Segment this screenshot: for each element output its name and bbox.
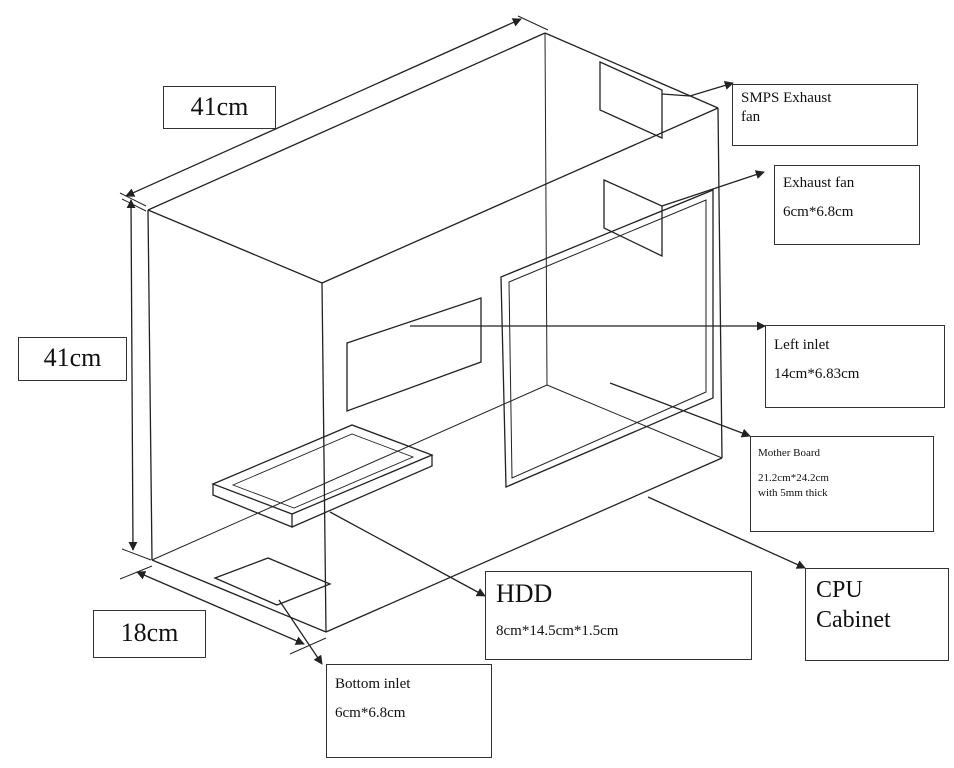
motherboard-panel: [500, 189, 714, 488]
bottom-inlet-leader: [278, 599, 323, 665]
hdd-leader: [329, 511, 486, 597]
motherboard-label: Mother Board 21.2cm*24.2cm with 5mm thic…: [750, 436, 934, 532]
width-dimension-line: [136, 571, 305, 645]
top-depth-label: 41cm: [163, 86, 276, 129]
exhaust-leader: [661, 170, 765, 207]
width-label: 18cm: [93, 610, 206, 658]
smps-fan-panel: [599, 60, 663, 140]
exhaust-fan-panel: [603, 178, 663, 258]
hdd-tray: [211, 424, 434, 528]
smps-exhaust-label: SMPS Exhaust fan: [732, 84, 918, 146]
motherboard-leader: [609, 382, 751, 438]
cpu-leader: [647, 496, 806, 569]
exhaust-fan-label: Exhaust fan 6cm*6.8cm: [774, 165, 920, 245]
cpu-cabinet-label: CPU Cabinet: [805, 568, 949, 661]
height-dimension-line: [126, 199, 138, 551]
top-depth-dimension-line: [125, 18, 522, 197]
smps-leader: [661, 81, 734, 97]
bottom-inlet-label: Bottom inlet 6cm*6.8cm: [326, 664, 492, 758]
hdd-label: HDD 8cm*14.5cm*1.5cm: [485, 571, 752, 660]
left-inlet-panel: [346, 297, 482, 412]
bottom-inlet-panel: [213, 557, 332, 606]
height-label: 41cm: [18, 337, 127, 381]
left-inlet-label: Left inlet 14cm*6.83cm: [765, 325, 945, 408]
